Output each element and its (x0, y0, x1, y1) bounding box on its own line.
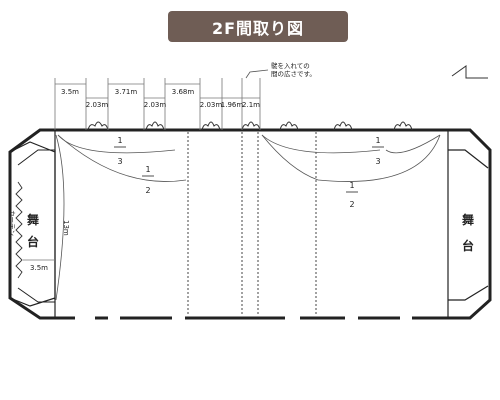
stage-left-label-1: 舞 (26, 212, 39, 227)
dim-label-8: 2.1m (242, 101, 260, 109)
svg-text:1: 1 (375, 136, 380, 145)
curtain-zigzag (15, 181, 23, 279)
fraction-2: 1 2 (142, 165, 154, 195)
stage-right-label-2: 台 (462, 238, 474, 253)
fraction-3: 1 2 (346, 181, 358, 209)
svg-text:2: 2 (349, 200, 354, 209)
building-outline (8, 128, 492, 320)
svg-text:2: 2 (145, 186, 150, 195)
dim-label-7: 1.96m (221, 101, 244, 109)
stage-right-label-1: 舞 (461, 212, 474, 227)
north-arrow-icon (451, 65, 488, 79)
fraction-4: 1 3 (372, 136, 384, 166)
svg-text:1: 1 (349, 181, 354, 190)
partition-lines (187, 132, 317, 316)
note-line-1: 襞を入れての (271, 61, 310, 70)
dim-label-6: 2.03m (200, 101, 223, 109)
fraction-1: 1 3 (114, 136, 126, 166)
svg-text:3: 3 (375, 157, 380, 166)
svg-text:1: 1 (145, 165, 150, 174)
dim-label-5: 3.68m (172, 88, 195, 96)
svg-text:3: 3 (117, 157, 122, 166)
note-arrow (245, 69, 269, 79)
curtain-icons (87, 121, 413, 131)
dim-label-3: 3.71m (115, 88, 138, 96)
dim-label-1: 3.5m (61, 88, 79, 96)
page-title: 2F間取り図 (168, 11, 348, 42)
door-arcs (55, 134, 441, 301)
curtain-label: カーテン (8, 210, 16, 236)
dim-height: 13m (62, 220, 70, 236)
note-line-2: 間の広さです。 (271, 69, 316, 78)
dimension-lines (54, 78, 261, 130)
dim-label-2: 2.03m (86, 101, 109, 109)
svg-text:1: 1 (117, 136, 122, 145)
stage-right (447, 130, 489, 318)
dim-label-4: 2.03m (144, 101, 167, 109)
stage-left-label-2: 台 (27, 234, 39, 249)
dim-stage-depth: 3.5m (30, 264, 48, 272)
